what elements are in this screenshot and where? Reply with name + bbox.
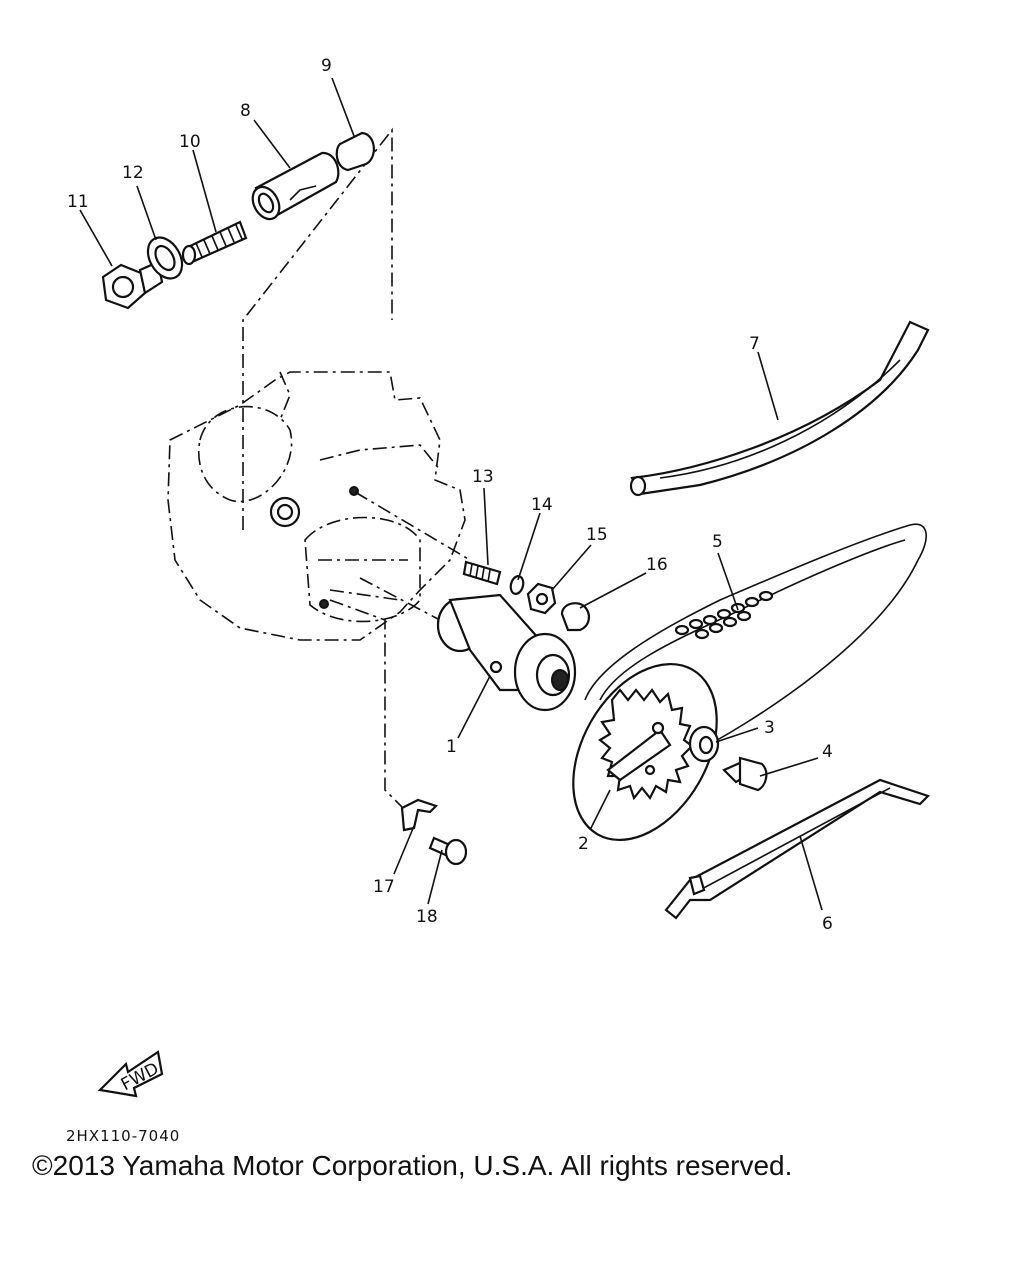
- bolt-4: [722, 756, 768, 792]
- callout-9: 9: [321, 56, 332, 76]
- callout-3: 3: [764, 718, 775, 738]
- dowel-pin-13: [462, 560, 502, 586]
- callout-8: 8: [240, 101, 251, 121]
- callout-2: 2: [578, 834, 589, 854]
- cap-part-9: [335, 131, 375, 172]
- callout-17: 17: [373, 877, 395, 897]
- screw-18: [428, 836, 468, 866]
- callout-15: 15: [586, 525, 608, 545]
- callout-13: 13: [472, 467, 494, 487]
- callout-12: 12: [122, 163, 144, 183]
- callout-5: 5: [712, 532, 723, 552]
- callout-4: 4: [822, 742, 833, 762]
- callout-7: 7: [749, 334, 760, 354]
- callout-1: 1: [446, 737, 457, 757]
- callout-14: 14: [531, 495, 553, 515]
- chain-guide-upper: [629, 320, 930, 497]
- washer-part-12: [146, 236, 184, 280]
- cam-sprocket: [572, 662, 718, 842]
- chain-links: [674, 590, 774, 640]
- callout-11: 11: [67, 192, 89, 212]
- spring-part-10: [181, 220, 248, 266]
- cap-16: [560, 602, 590, 632]
- camshaft: [436, 593, 577, 712]
- callout-leaders: [79, 77, 823, 911]
- copyright-notice: ©2013 Yamaha Motor Corporation, U.S.A. A…: [32, 1150, 793, 1181]
- washer-3: [688, 725, 720, 763]
- o-ring-14: [509, 575, 525, 595]
- chain-guide-lower: [664, 778, 931, 920]
- callout-18: 18: [416, 907, 438, 927]
- callout-labels: 1 2 3 4 5 6 7 8 9 10 11 12 13 14 15 16 1…: [67, 56, 833, 934]
- engine-housing: [167, 371, 466, 641]
- callout-6: 6: [822, 914, 833, 934]
- callout-10: 10: [179, 132, 201, 152]
- cam-axis-leader: [354, 491, 471, 621]
- fwd-arrow: FWD: [97, 1050, 164, 1098]
- bracket-17: [400, 798, 439, 832]
- nut-15: [526, 582, 557, 615]
- bracket-leader: [329, 599, 411, 816]
- tensioner-body-part: [251, 151, 340, 221]
- drawing-code: 2HX110-7040: [66, 1127, 181, 1145]
- cap-bolt-part: [101, 260, 164, 310]
- callout-16: 16: [646, 555, 668, 575]
- tensioner-leader: [242, 127, 393, 530]
